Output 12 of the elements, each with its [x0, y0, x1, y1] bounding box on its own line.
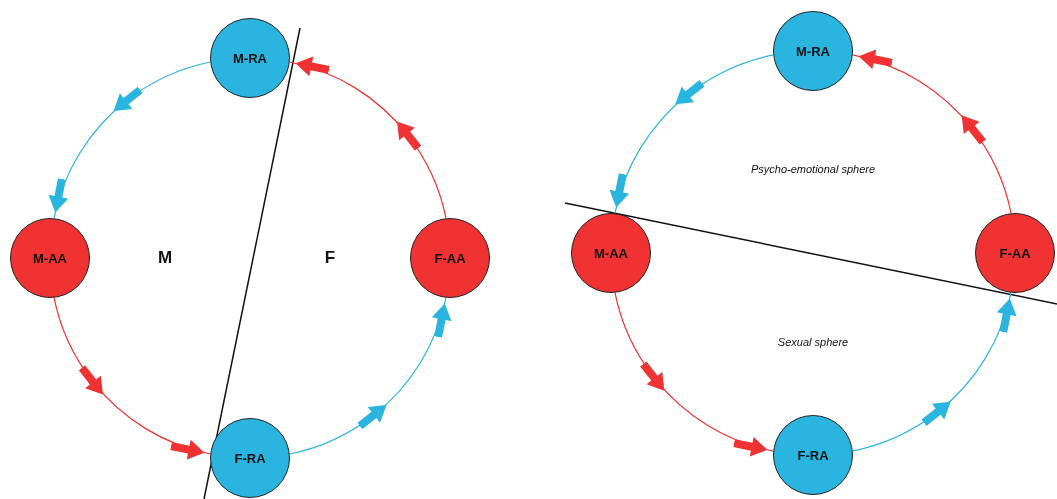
side-label: M [157, 248, 173, 268]
node-label: F-RA [797, 447, 829, 463]
region-label: Sexual sphere [777, 336, 849, 348]
node-label: M-RA [796, 43, 830, 59]
node-label: F-AA [434, 250, 466, 266]
node-label: F-AA [999, 245, 1031, 261]
node-label: F-RA [234, 450, 266, 466]
node-label: M-AA [33, 250, 67, 266]
side-label: F [324, 248, 336, 268]
node-label: M-AA [594, 245, 628, 261]
region-label: Psycho-emotional sphere [750, 163, 876, 175]
node-label: M-RA [233, 50, 267, 66]
